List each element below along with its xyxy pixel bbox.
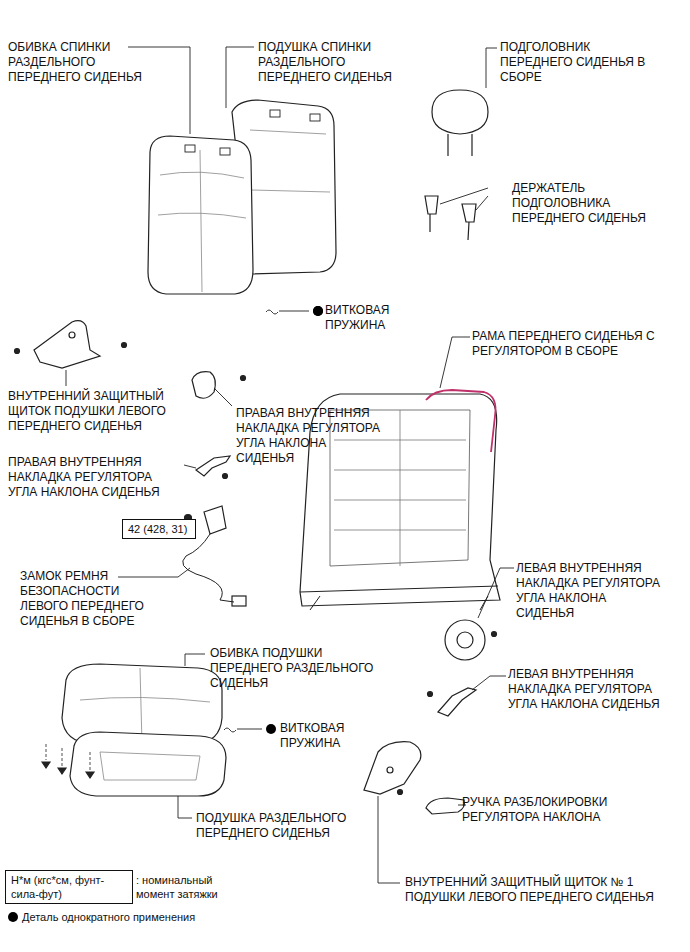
torque-value-box: 42 (428, 31)	[122, 519, 196, 539]
part-label: РУЧКА РАЗБЛОКИРОВКИ РЕГУЛЯТОРА НАКЛОНА	[462, 795, 630, 825]
part-label: ВНУТРЕННИЙ ЗАЩИТНЫЙ ЩИТОК № 1 ПОДУШКИ ЛЕ…	[405, 875, 685, 905]
legend-text: : номинальный момент затяжки	[136, 873, 248, 901]
part-label: ЛЕВАЯ ВНУТРЕННЯЯ НАКЛАДКА РЕГУЛЯТОРА УГЛ…	[508, 667, 670, 712]
part-label: ДЕРЖАТЕЛЬ ПОДГОЛОВНИКА ПЕРЕДНЕГО СИДЕНЬЯ	[512, 181, 662, 226]
part-label: ПРАВАЯ ВНУТРЕННЯЯ НАКЛАДКА РЕГУЛЯТОРА УГ…	[236, 406, 382, 466]
part-label: РАМА ПЕРЕДНЕГО СИДЕНЬЯ С РЕГУЛЯТОРОМ В С…	[472, 329, 684, 359]
part-label: ПРАВАЯ ВНУТРЕННЯЯ НАКЛАДКА РЕГУЛЯТОРА УГ…	[8, 455, 183, 500]
part-label: ВИТКОВАЯ ПРУЖИНА	[280, 721, 372, 751]
part-label: ПОДГОЛОВНИК ПЕРЕДНЕГО СИДЕНЬЯ В СБОРЕ	[500, 40, 650, 85]
box-text: Н*м (кгс*см, фунт-сила-фут)	[11, 873, 127, 901]
part-label: ПОДУШКА СПИНКИ РАЗДЕЛЬНОГО ПЕРЕДНЕГО СИД…	[258, 40, 408, 85]
part-label: ВНУТРЕННИЙ ЗАЩИТНЫЙ ЩИТОК ПОДУШКИ ЛЕВОГО…	[8, 389, 186, 434]
part-label: ОБИВКА СПИНКИ РАЗДЕЛЬНОГО ПЕРЕДНЕГО СИДЕ…	[8, 40, 158, 85]
part-label: ЛЕВАЯ ВНУТРЕННЯЯ НАКЛАДКА РЕГУЛЯТОРА УГЛ…	[516, 561, 662, 621]
part-label: ЗАМОК РЕМНЯ БЕЗОПАСНОСТИ ЛЕВОГО ПЕРЕДНЕГ…	[20, 569, 157, 629]
part-label: ПОДУШКА РАЗДЕЛЬНОГО ПЕРЕДНЕГО СИДЕНЬЯ	[196, 811, 348, 841]
part-label: ВИТКОВАЯ ПРУЖИНА	[325, 303, 417, 333]
legend-dot	[8, 912, 18, 922]
legend-text: Деталь однократного применения	[22, 910, 195, 924]
box-text: 42 (428, 31)	[128, 522, 190, 536]
legend-torque-box: Н*м (кгс*см, фунт-сила-фут)	[5, 870, 133, 904]
part-label: ОБИВКА ПОДУШКИ ПЕРЕДНЕГО РАЗДЕЛЬНОГО СИД…	[210, 646, 398, 691]
